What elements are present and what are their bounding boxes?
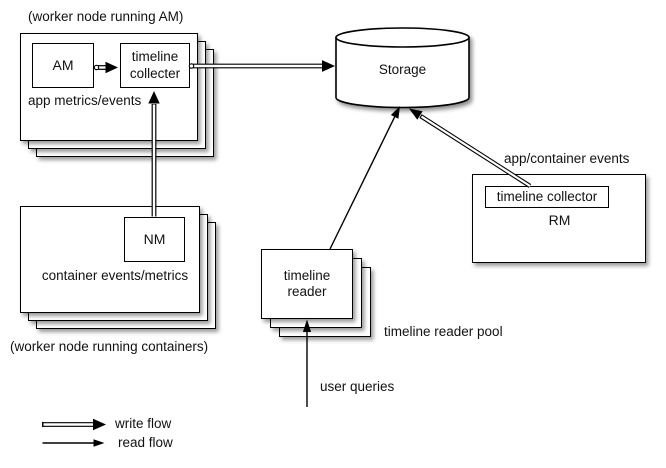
rm-timeline-collector-box: timeline collector: [485, 186, 609, 208]
app-container-events-caption: app/container events: [504, 151, 630, 166]
nm-box: NM: [124, 217, 185, 262]
storage-cylinder-top: [335, 27, 470, 48]
worker-am-caption: (worker node running AM): [28, 9, 184, 24]
arrow-reader-to-storage: [329, 106, 400, 250]
legend-read-label: read flow: [118, 435, 173, 450]
app-metrics-caption: app metrics/events: [28, 93, 142, 108]
rm-timeline-collector-label: timeline collector: [496, 188, 598, 204]
legend-write-arrow-icon: [42, 418, 106, 431]
container-events-caption: container events/metrics: [41, 268, 189, 283]
rm-label: RM: [548, 212, 571, 228]
timeline-collecter-box: timeline collecter: [120, 43, 190, 88]
worker-containers-caption: (worker node running containers): [10, 339, 209, 354]
nm-box-label: NM: [143, 230, 166, 247]
am-box: AM: [32, 43, 94, 88]
legend-write-label: write flow: [115, 416, 172, 431]
reader-pool-caption: timeline reader pool: [384, 324, 503, 339]
legend-read-arrow-icon: [42, 439, 105, 447]
storage-label: Storage: [378, 62, 427, 77]
timeline-collecter-label: timeline collecter: [129, 49, 181, 81]
am-box-label: AM: [52, 56, 74, 73]
user-queries-caption: user queries: [320, 379, 395, 394]
timeline-reader-label: timeline reader: [283, 267, 331, 299]
timeline-reader-box: timeline reader: [261, 249, 353, 319]
